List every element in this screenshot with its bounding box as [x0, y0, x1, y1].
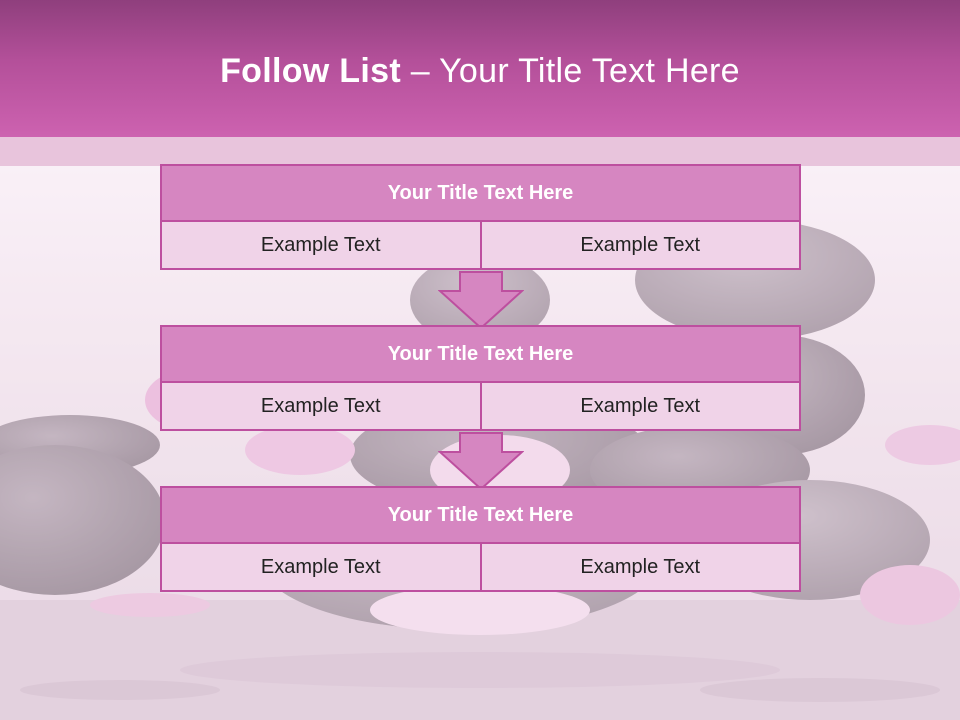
title-bar: [0, 0, 960, 137]
list-block-title: Your Title Text Here: [162, 166, 799, 222]
list-block-row: Example Text Example Text: [162, 222, 799, 268]
list-block-cell-left: Example Text: [260, 394, 381, 417]
list-block-cell-right: Example Text: [479, 222, 800, 268]
list-block-cell-left: Example Text: [260, 555, 381, 578]
list-block-2: Your Title Text Here Example Text Exampl…: [160, 325, 801, 431]
list-block-title: Your Title Text Here: [162, 327, 799, 383]
slide-title-rest: Your Title Text Here: [439, 52, 740, 90]
title-bar-band: [0, 137, 960, 166]
list-block-cell-right: Example Text: [479, 544, 800, 590]
list-block-cell-right: Example Text: [479, 383, 800, 429]
slide-title-separator: –: [410, 52, 430, 90]
list-block-row: Example Text Example Text: [162, 383, 799, 429]
slide-title-bold: Follow List: [220, 52, 401, 90]
list-block-3: Your Title Text Here Example Text Exampl…: [160, 486, 801, 592]
list-block-1: Your Title Text Here Example Text Exampl…: [160, 164, 801, 270]
down-arrow-icon: [438, 432, 524, 490]
down-arrow-icon: [438, 271, 524, 329]
slide-title: Follow List – Your Title Text Here: [0, 52, 960, 91]
list-block-title: Your Title Text Here: [162, 488, 799, 544]
list-block-row: Example Text Example Text: [162, 544, 799, 590]
list-block-cell-left: Example Text: [260, 233, 381, 256]
